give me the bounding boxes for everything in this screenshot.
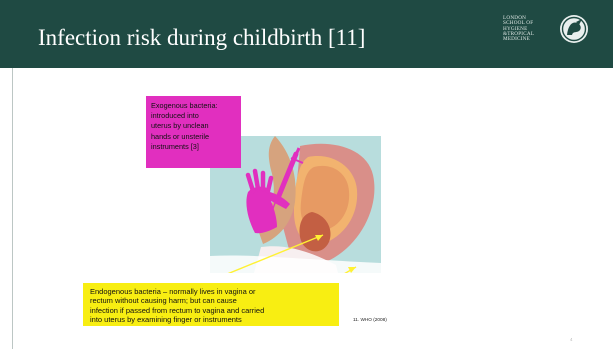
school-logo: LONDON SCHOOL of HYGIENE &TROPICAL MEDIC…	[503, 12, 595, 46]
logo-wordmark: LONDON SCHOOL of HYGIENE &TROPICAL MEDIC…	[503, 16, 553, 42]
citation: 11. WHO (2008)	[353, 317, 387, 322]
crest-icon	[558, 13, 590, 45]
endogenous-bacteria-callout: Endogenous bacteria – normally lives in …	[83, 283, 339, 326]
left-rule	[12, 68, 13, 349]
exogenous-bacteria-callout: Exogenous bacteria: introduced into uter…	[146, 96, 241, 168]
slide-title: Infection risk during childbirth [11]	[38, 24, 365, 52]
title-bar: Infection risk during childbirth [11] LO…	[0, 0, 613, 68]
page-number: 4	[570, 337, 573, 342]
